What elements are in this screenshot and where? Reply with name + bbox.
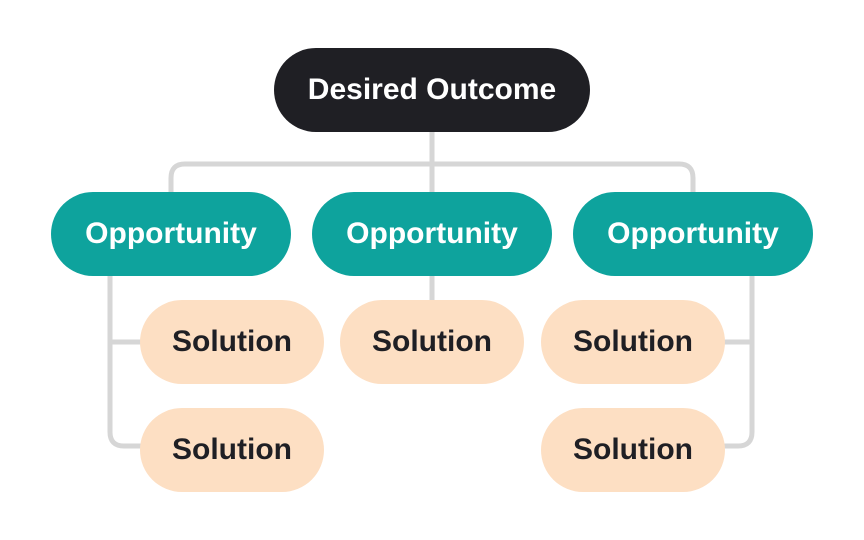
solution-node-3-2: Solution bbox=[541, 408, 725, 492]
desired-outcome-node: Desired Outcome bbox=[274, 48, 590, 132]
connector-opportunity-3-solutions bbox=[722, 273, 755, 449]
solution-label: Solution bbox=[172, 433, 292, 466]
opportunity-node-2: Opportunity bbox=[312, 192, 552, 276]
solution-label: Solution bbox=[172, 325, 292, 358]
solution-label: Solution bbox=[573, 325, 693, 358]
desired-outcome-label: Desired Outcome bbox=[307, 73, 557, 106]
solution-node-3-1: Solution bbox=[541, 300, 725, 384]
opportunity-label: Opportunity bbox=[85, 217, 257, 250]
solution-node-1-1: Solution bbox=[140, 300, 324, 384]
solution-label: Solution bbox=[372, 325, 492, 358]
connector-opportunity-1-solutions bbox=[107, 273, 143, 449]
solution-node-2-1: Solution bbox=[340, 300, 524, 384]
opportunity-node-1: Opportunity bbox=[51, 192, 291, 276]
opportunity-label: Opportunity bbox=[607, 217, 779, 250]
opportunity-node-3: Opportunity bbox=[573, 192, 813, 276]
solution-node-1-2: Solution bbox=[140, 408, 324, 492]
opportunity-label: Opportunity bbox=[346, 217, 518, 250]
solution-label: Solution bbox=[573, 433, 693, 466]
